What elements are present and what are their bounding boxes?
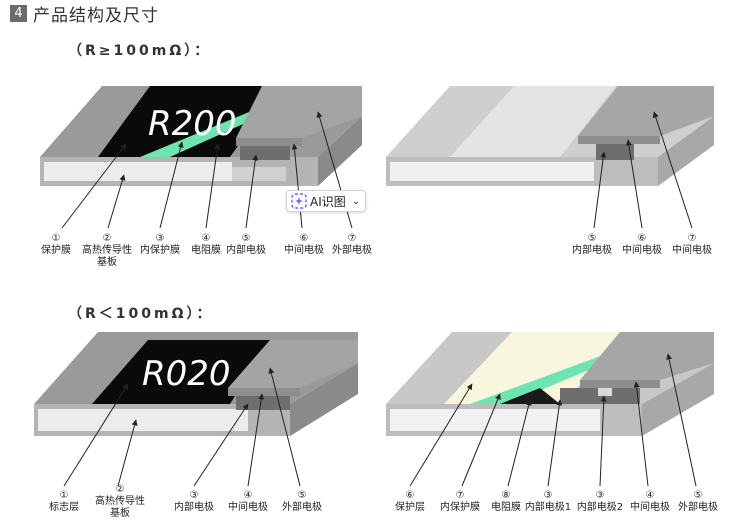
- outer-electrode-top: [580, 332, 714, 380]
- ai-sparkle-icon: [291, 193, 307, 209]
- diagram-high-right: [386, 86, 714, 229]
- inner-electrode-dark: [240, 146, 290, 160]
- diagram-high-left: R200: [40, 86, 362, 229]
- resistive-area: [450, 86, 616, 157]
- substrate-front: [44, 162, 232, 181]
- inner-electrode-front: [232, 167, 286, 181]
- substrate-front: [38, 409, 248, 431]
- substrate-front: [390, 162, 594, 181]
- outer-electrode-top: [228, 340, 358, 388]
- substrate-front: [390, 409, 600, 431]
- chip-marking-text: R200: [148, 104, 237, 144]
- resistive-film: [500, 388, 560, 404]
- protective-film: [98, 86, 278, 157]
- middle-electrode-step: [580, 380, 660, 388]
- middle-electrode-step: [578, 136, 660, 144]
- inner-electrode-dark: [596, 144, 634, 160]
- chip-marking-text: R020: [142, 354, 231, 394]
- inner-protective-film: [470, 354, 606, 404]
- section-title: 产品结构及尺寸: [33, 5, 159, 26]
- section-number-badge: 4: [10, 4, 27, 22]
- inner-electrode-dark: [236, 396, 290, 410]
- middle-electrode-step: [236, 138, 302, 146]
- protective-layer: [444, 332, 636, 404]
- diagram-low-right: [386, 332, 714, 487]
- section-label-low-resistance: （R＜100mΩ）：: [68, 306, 214, 322]
- marking-layer: [92, 340, 270, 404]
- ai-image-recognition-button[interactable]: AI识图 ⌄: [286, 190, 366, 212]
- middle-electrode-step: [228, 388, 300, 396]
- ai-button-label: AI识图: [310, 194, 346, 209]
- inner-protective-film: [140, 110, 254, 157]
- inner-electrode-2-marker: [598, 388, 612, 396]
- outer-electrode-top: [578, 86, 714, 136]
- section-label-high-resistance: （R≥100mΩ）：: [68, 43, 212, 59]
- section-header: 4 产品结构及尺寸: [10, 2, 159, 26]
- chip-side-face: [290, 363, 358, 436]
- chip-side-face: [318, 116, 362, 186]
- outer-electrode-top: [236, 86, 362, 138]
- chevron-down-icon[interactable]: ⌄: [351, 195, 361, 207]
- diagram-low-left: R020: [34, 332, 358, 487]
